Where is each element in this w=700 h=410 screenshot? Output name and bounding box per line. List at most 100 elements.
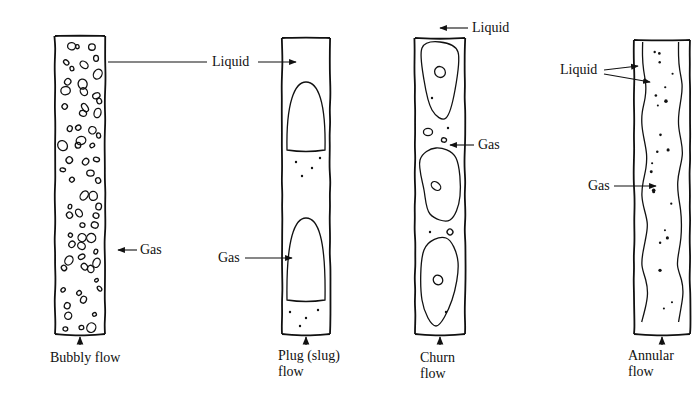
pattern-caption: Plug (slug) flow: [278, 348, 356, 380]
taylor-bubble: [287, 218, 325, 302]
droplet: [447, 127, 449, 129]
leader-line: [614, 185, 656, 186]
droplet: [671, 73, 673, 75]
tube-wall: [329, 38, 332, 334]
leader-line: [245, 257, 292, 258]
gas-bubble: [76, 232, 87, 243]
gas-bubble: [68, 240, 77, 249]
droplet: [670, 203, 672, 205]
gas-bubble: [87, 125, 97, 135]
leader-line: [258, 61, 296, 62]
tube-end: [634, 39, 690, 41]
gas-region: [421, 42, 459, 119]
gas-bubble: [79, 86, 89, 97]
droplet: [658, 61, 660, 63]
droplet: [666, 236, 669, 239]
gas-bubble: [74, 208, 84, 218]
pattern-caption: Annular flow: [628, 348, 692, 380]
droplet: [663, 308, 665, 310]
tube-end: [55, 334, 105, 335]
gas-bubble: [93, 249, 98, 255]
droplet: [431, 97, 433, 99]
gas-bubble: [432, 64, 447, 79]
phase-label: Gas: [140, 242, 162, 258]
taylor-bubble: [287, 82, 325, 152]
gas-bubble: [63, 311, 73, 321]
gas-bubble: [93, 108, 102, 119]
gas-bubble: [75, 44, 79, 49]
gas-bubble: [56, 139, 70, 153]
leader-line: [450, 144, 474, 145]
gas-bubble: [75, 124, 82, 131]
gas-bubble: [79, 110, 87, 117]
gas-bubble: [446, 228, 454, 236]
droplet: [305, 317, 307, 319]
phase-label: Gas: [218, 250, 240, 266]
gas-bubble: [76, 290, 83, 297]
gas-bubble: [95, 177, 102, 184]
tube-end: [415, 37, 465, 40]
phase-label: Gas: [478, 137, 500, 153]
gas-bubble: [63, 302, 71, 310]
gas-bubble: [423, 128, 432, 135]
flow-arrow: [79, 337, 80, 345]
tube-end: [55, 35, 105, 37]
droplet: [664, 99, 668, 103]
gas-bubble: [93, 157, 100, 163]
gas-bubble: [63, 77, 72, 86]
gas-bubble: [92, 212, 99, 219]
droplet: [317, 309, 319, 311]
gas-bubble: [63, 327, 68, 331]
gas-bubble: [60, 86, 71, 95]
droplet: [656, 150, 659, 153]
droplet: [664, 86, 666, 88]
gas-bubble: [78, 253, 86, 260]
tube-end: [282, 37, 330, 39]
gas-bubble: [76, 241, 86, 251]
gas-bubble: [79, 325, 85, 330]
tube-end: [282, 334, 330, 335]
droplet: [659, 242, 661, 244]
gas-bubble: [96, 98, 102, 105]
droplet: [650, 170, 653, 173]
tube-wall: [689, 40, 692, 334]
droplet: [664, 229, 666, 231]
gas-bubble: [89, 191, 98, 201]
droplet: [445, 311, 447, 313]
gas-bubble: [65, 211, 74, 220]
phase-label: Liquid: [212, 54, 249, 70]
gas-bubble: [68, 232, 74, 238]
gas-bubble: [60, 264, 67, 272]
gas-bubble: [69, 66, 74, 71]
gas-bubble: [96, 133, 101, 139]
droplet: [299, 325, 301, 327]
gas-bubble: [92, 68, 104, 81]
gas-bubble: [79, 60, 90, 70]
droplet: [311, 167, 313, 169]
gas-region: [421, 237, 458, 326]
droplet: [667, 148, 670, 151]
gas-bubble: [87, 265, 95, 274]
gas-bubble: [65, 156, 74, 165]
droplet: [658, 52, 661, 55]
liquid-film: [677, 42, 683, 322]
gas-bubble: [95, 203, 102, 211]
gas-bubble: [441, 137, 447, 142]
gas-bubble: [89, 142, 95, 148]
gas-bubble: [67, 42, 76, 50]
gas-bubble: [63, 59, 70, 66]
droplet: [301, 175, 303, 177]
gas-bubble: [80, 222, 86, 227]
leader-line: [440, 27, 468, 28]
gas-bubble: [87, 170, 95, 176]
tube-wall: [465, 38, 466, 334]
gas-bubble: [79, 295, 87, 304]
tube-end: [415, 334, 465, 335]
gas-bubble: [94, 278, 99, 283]
gas-bubble: [60, 287, 66, 293]
tube-end: [634, 334, 690, 335]
droplet: [651, 162, 653, 164]
gas-bubble: [89, 44, 96, 51]
